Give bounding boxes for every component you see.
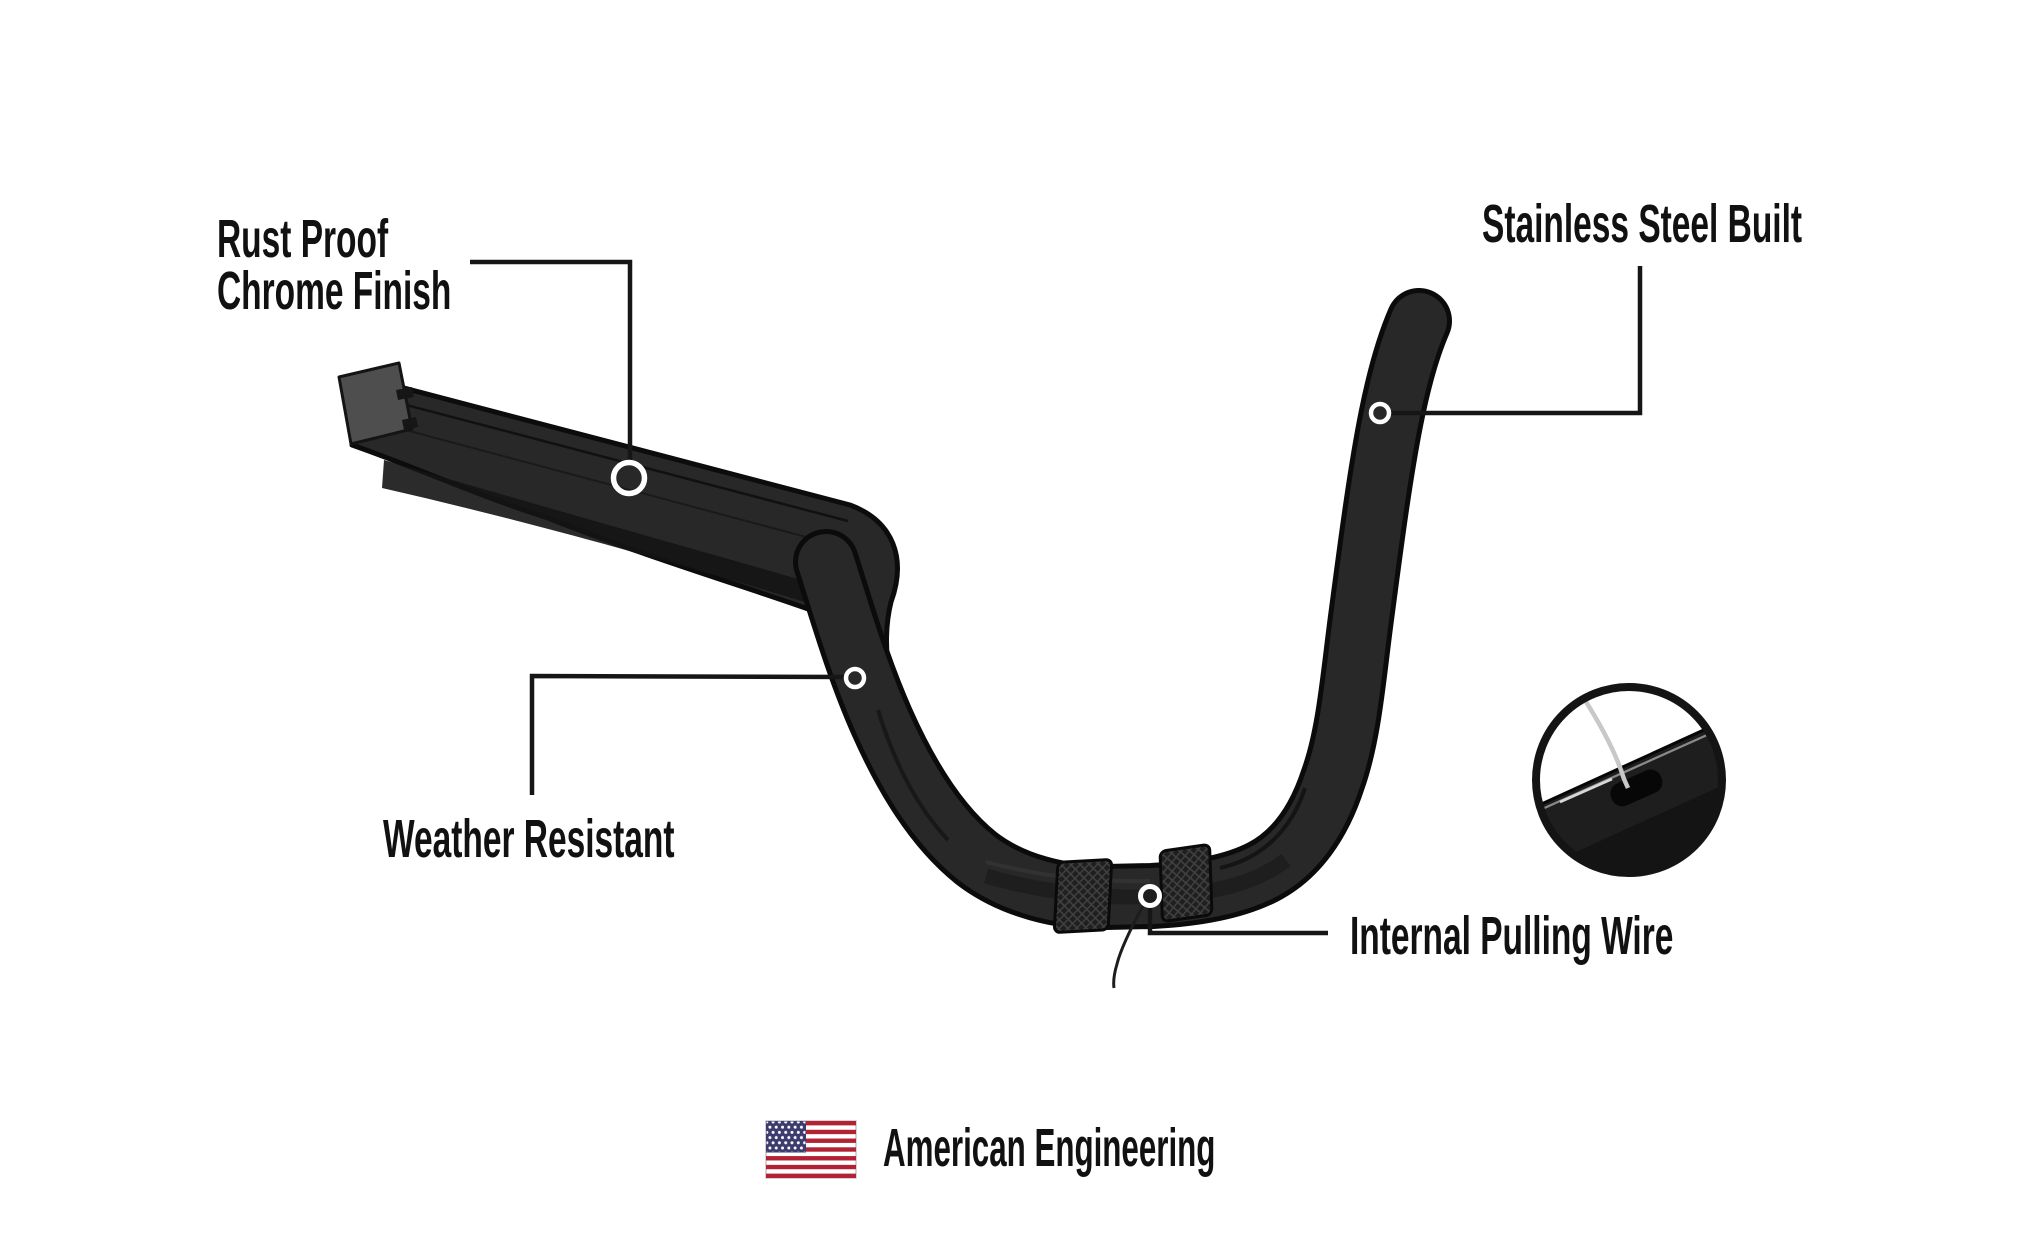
rust-proof-leader [470, 259, 633, 462]
magnifier-zoom-inset [1532, 683, 1726, 877]
grip-end-cap [337, 361, 418, 446]
elbow-crease-right [1219, 787, 1307, 870]
internal-pulling-wire-leader [1147, 906, 1328, 936]
flag-stripes [766, 1121, 856, 1178]
stainless-steel-marker [1368, 401, 1392, 425]
pulling-wire [1112, 903, 1146, 989]
callout-markers [610, 401, 1392, 908]
rust-proof-label: Rust Proof Chrome Finish [217, 209, 452, 321]
rust-proof-marker [610, 459, 648, 497]
footer-tagline: American Engineering [883, 1118, 1216, 1178]
inset-wire [1581, 695, 1631, 789]
us-flag-icon [765, 1120, 857, 1179]
knurl-band-right [1158, 843, 1214, 923]
knurl-band-left [1053, 858, 1113, 934]
inset-wire-notch [1610, 769, 1663, 807]
stainless-steel-label: Stainless Steel Built [1482, 194, 1803, 254]
internal-pulling-wire-label: Internal Pulling Wire [1350, 906, 1674, 966]
weather-resistant-label: Weather Resistant [383, 809, 675, 869]
handlebar-tube [793, 288, 1452, 931]
weather-resistant-marker [843, 666, 867, 690]
elbow-crease-left [876, 709, 950, 842]
grip-groove [382, 460, 901, 812]
leader-lines [470, 259, 1643, 936]
weather-resistant-leader [529, 673, 847, 795]
stainless-steel-leader [1390, 266, 1643, 416]
internal-pulling-wire-marker [1138, 884, 1162, 908]
rust-proof-label-line2: Chrome Finish [217, 261, 452, 321]
rust-proof-label-line1: Rust Proof [217, 209, 389, 269]
